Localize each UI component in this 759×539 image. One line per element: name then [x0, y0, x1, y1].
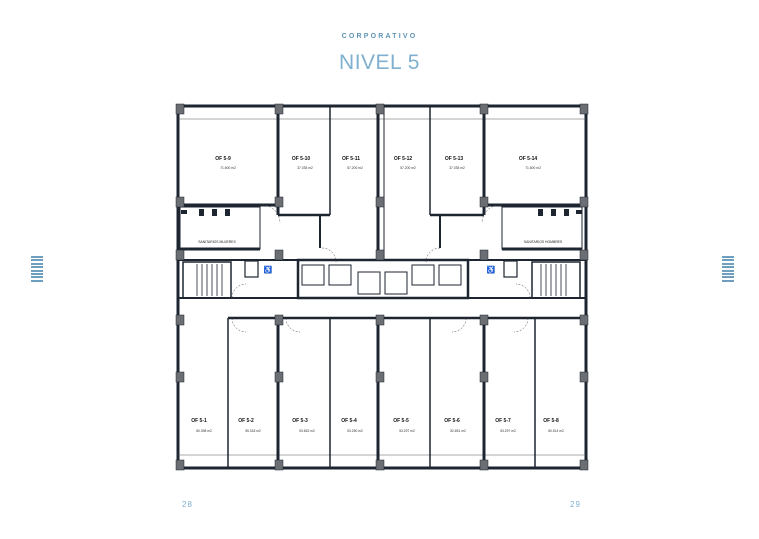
- office-label: OF 5-13: [445, 156, 464, 162]
- barcode-decoration-left: [31, 256, 43, 283]
- office-label: OF 5-2: [238, 418, 254, 424]
- bottom-offices: OF 5-1 60.398 m2 OF 5-2 55.318 m2 OF 5-3…: [191, 418, 564, 433]
- section-kicker: CORPORATIVO: [341, 33, 418, 40]
- page-title: NIVEL 5: [339, 51, 420, 74]
- office-area: 60.514 m2: [548, 429, 564, 433]
- office-area: 71.600 m2: [525, 166, 541, 170]
- page-number-right: 29: [570, 500, 581, 509]
- office-area: 37.035 m2: [449, 166, 465, 170]
- office-label: OF 5-3: [292, 418, 308, 424]
- page-number-left: 28: [182, 500, 193, 509]
- office-area: 57.200 m2: [400, 166, 416, 170]
- office-label: OF 5-14: [519, 156, 538, 162]
- office-label: OF 5-12: [394, 156, 413, 162]
- office-area: 57.200 m2: [347, 166, 363, 170]
- office-label: OF 5-6: [444, 418, 460, 424]
- office-area: 60.398 m2: [196, 429, 212, 433]
- office-area: 52.651 m2: [450, 429, 466, 433]
- office-label: OF 5-7: [495, 418, 511, 424]
- office-area: 37.035 m2: [297, 166, 313, 170]
- accessible-icon: ♿: [487, 265, 496, 274]
- office-area: 53.652 m2: [299, 429, 315, 433]
- office-label: OF 5-1: [191, 418, 207, 424]
- accessible-icon: ♿: [264, 265, 273, 274]
- office-area: 53.297 m2: [500, 429, 516, 433]
- office-label: OF 5-5: [393, 418, 409, 424]
- office-label: OF 5-8: [543, 418, 559, 424]
- top-offices: OF 5-9 71.600 m2 OF 5-10 37.035 m2 OF 5-…: [215, 156, 541, 170]
- office-label: OF 5-4: [341, 418, 357, 424]
- restroom-men-label: SANITARIOS HOMBRES: [524, 240, 563, 244]
- office-label: OF 5-9: [215, 156, 231, 162]
- office-area: 55.318 m2: [245, 429, 261, 433]
- office-area: 53.250 m2: [347, 429, 363, 433]
- office-area: 71.600 m2: [220, 166, 236, 170]
- office-area: 53.297 m2: [399, 429, 415, 433]
- office-label: OF 5-11: [342, 156, 360, 162]
- office-label: OF 5-10: [292, 156, 311, 162]
- restroom-women-label: SANITARIOS MUJERES: [198, 240, 236, 244]
- barcode-decoration-right: [722, 256, 734, 283]
